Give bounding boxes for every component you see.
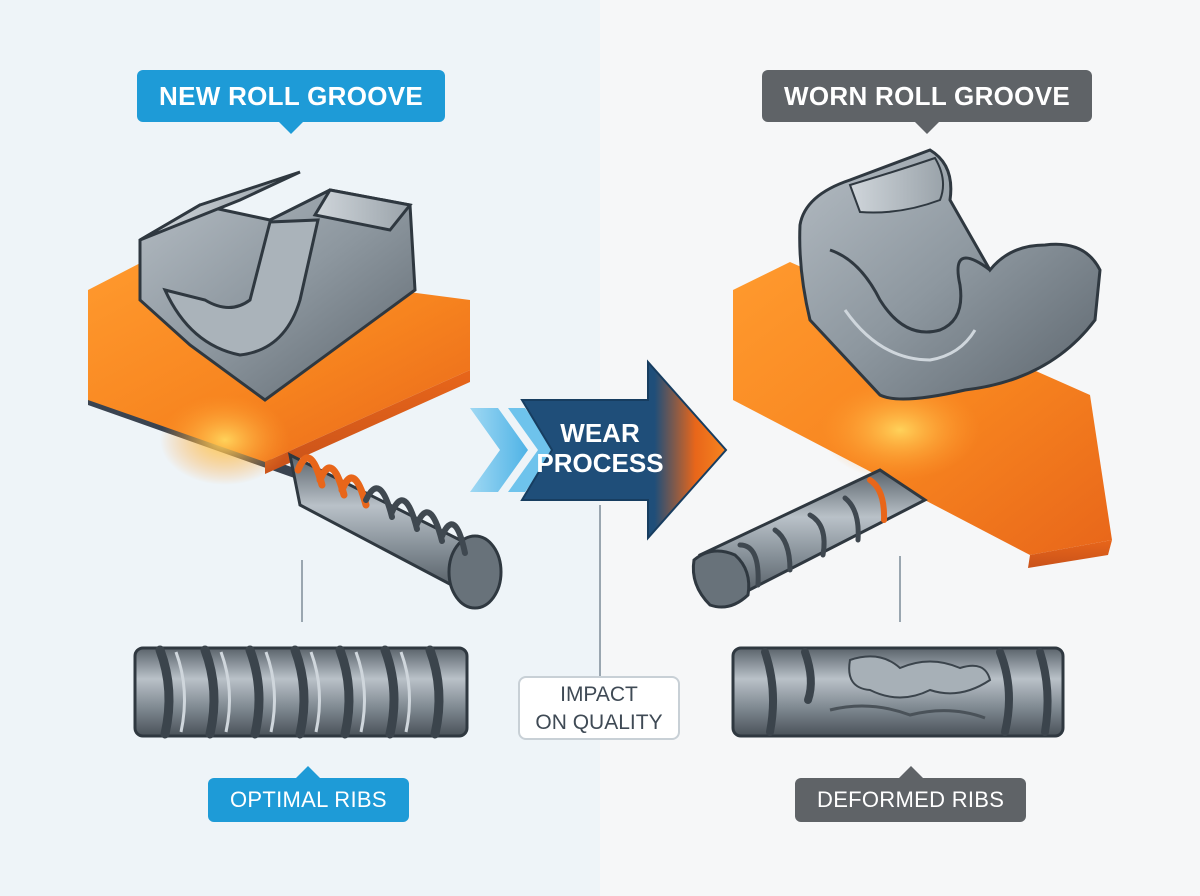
impact-line1: IMPACT — [560, 683, 638, 706]
deformed-rebar — [731, 646, 1065, 738]
worn-roll-groove-label: WORN ROLL GROOVE — [762, 70, 1092, 122]
worn-roll-assembly — [691, 148, 1112, 622]
optimal-ribs-label: OPTIMAL RIBS — [208, 778, 409, 822]
new-rebar-3d — [287, 452, 503, 610]
wear-process-arrow — [470, 359, 728, 541]
wear-process-line1: WEAR — [560, 418, 640, 448]
deformed-ribs-label: DEFORMED RIBS — [795, 778, 1027, 822]
wear-process-line2: PROCESS — [536, 448, 664, 478]
wear-process-label: WEAR PROCESS — [536, 418, 664, 478]
new-roll-groove-label: NEW ROLL GROOVE — [137, 70, 446, 122]
worn-rebar-3d — [691, 468, 928, 609]
optimal-ribs-callout: OPTIMAL RIBS — [208, 766, 409, 822]
impact-line2: ON QUALITY — [535, 711, 663, 734]
impact-on-quality-box: IMPACT ON QUALITY — [518, 676, 680, 740]
optimal-rebar — [133, 645, 469, 739]
new-roll-groove-callout: NEW ROLL GROOVE — [137, 70, 446, 134]
new-roll-assembly — [88, 170, 503, 622]
worn-roll-groove-callout: WORN ROLL GROOVE — [762, 70, 1092, 134]
deformed-ribs-callout: DEFORMED RIBS — [795, 766, 1027, 822]
